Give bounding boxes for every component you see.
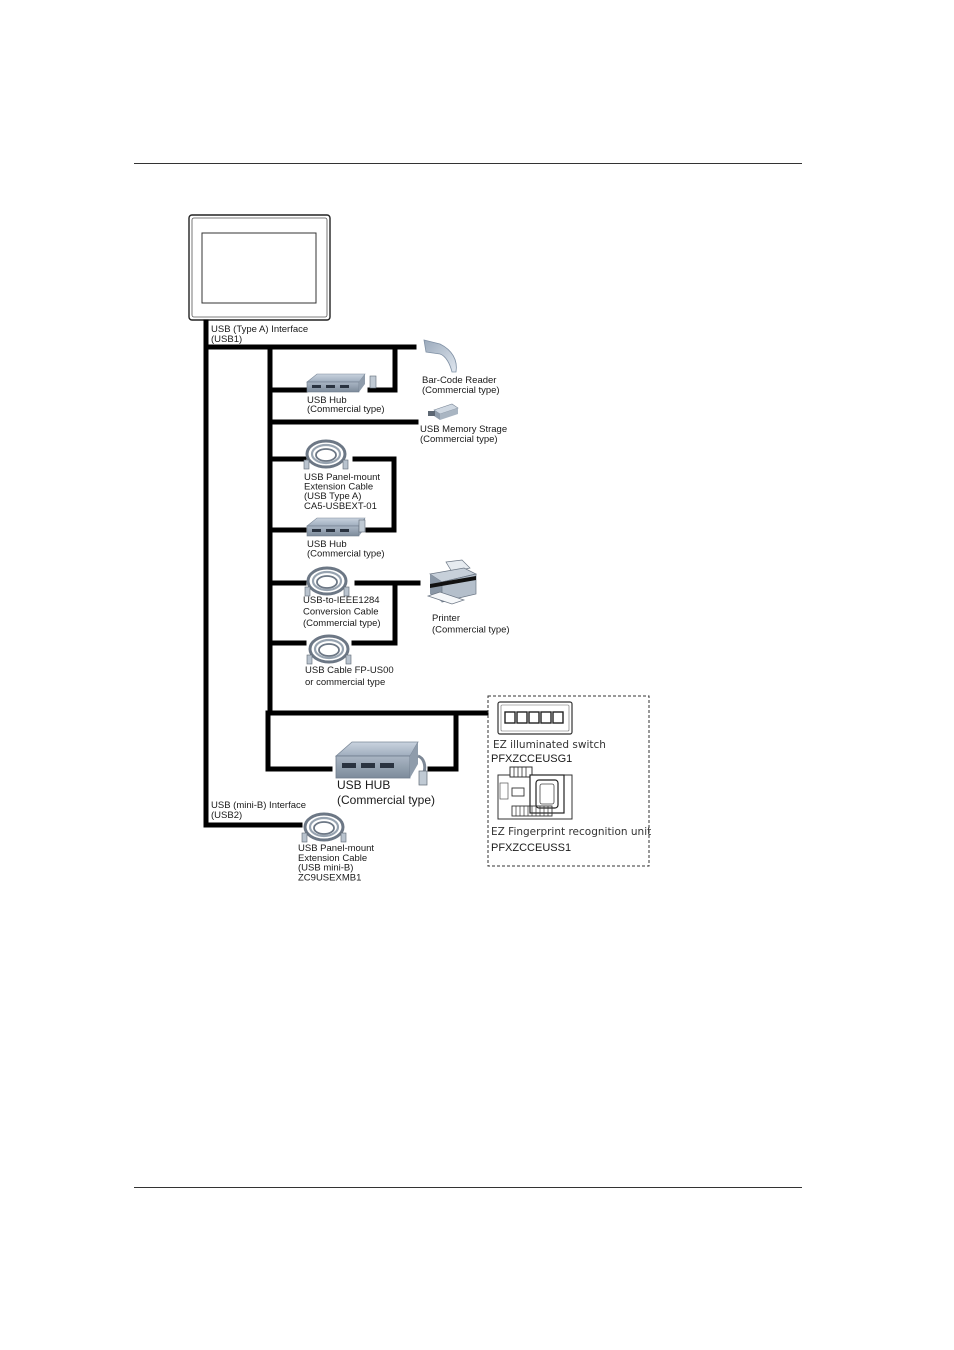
usb-hub-icon xyxy=(306,373,366,393)
usb1-label: USB (Type A) Interface(USB1) xyxy=(211,324,308,345)
usb-hub-icon xyxy=(306,517,366,537)
barcode-reader-icon xyxy=(423,339,457,373)
ez-finger-name: EZ Fingerprint recognition unit xyxy=(491,826,651,838)
barcode-label: Bar-Code Reader(Commercial type) xyxy=(422,375,500,396)
footer-rule xyxy=(134,1187,802,1188)
ez-switch-name: EZ illuminated switch xyxy=(493,739,606,751)
printer-icon xyxy=(426,559,478,605)
hub2-label: USB Hub(Commercial type) xyxy=(307,539,385,560)
usb-hub-icon xyxy=(334,741,419,779)
header-rule xyxy=(134,163,802,164)
hub1-label: USB Hub(Commercial type) xyxy=(307,395,385,415)
display-panel-icon xyxy=(188,214,331,321)
ez-switch-code: PFXZCCEUSG1 xyxy=(491,753,572,765)
memory-label: USB Memory Strage(Commercial type) xyxy=(420,424,507,445)
hub3-plug xyxy=(417,754,428,786)
coiled-cable-icon xyxy=(303,566,351,598)
illuminated-switch-icon xyxy=(497,701,573,735)
hub1-plug xyxy=(369,375,377,389)
printer-label: Printer(Commercial type) xyxy=(432,613,510,636)
usb-memory-icon xyxy=(428,403,459,420)
hub3-label: USB HUB(Commercial type) xyxy=(337,778,435,807)
ez-options-box xyxy=(487,695,650,867)
coiled-cable-icon xyxy=(302,439,350,471)
wiring xyxy=(203,319,489,828)
coiled-cable-icon xyxy=(305,634,353,666)
fingerprint-unit-icon xyxy=(497,766,573,820)
ez-finger-code: PFXZCCEUSS1 xyxy=(491,842,571,854)
usb2-label: USB (mini-B) Interface(USB2) xyxy=(211,800,306,821)
hub2-plug xyxy=(358,519,366,533)
coiled-cable-icon xyxy=(300,812,348,844)
